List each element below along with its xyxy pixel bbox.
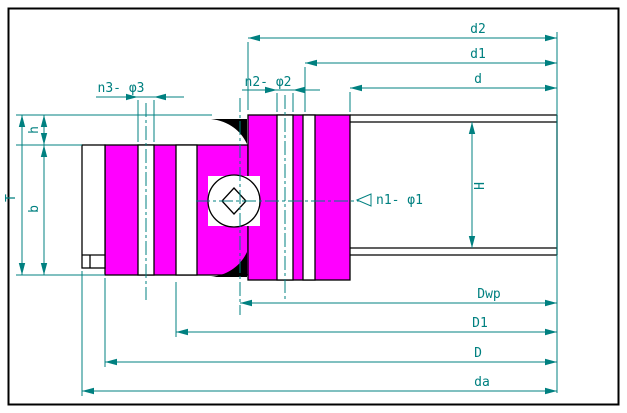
inner-ring-joint	[302, 114, 316, 281]
dimension-label-d1: d1	[470, 47, 486, 62]
dimension-label-h: h	[27, 126, 42, 134]
centerlines	[145, 95, 360, 315]
inner-ring-section	[247, 114, 351, 281]
dim-n3: n3- φ3	[96, 81, 184, 142]
flange-section	[81, 144, 106, 269]
dimension-annotations: d2 d1 d n3- φ3 n	[4, 22, 558, 396]
dim-H: H	[468, 122, 488, 248]
dim-Dwp: Dwp	[240, 287, 557, 307]
dim-D: D	[104, 278, 557, 367]
n1-leader-arrow	[355, 193, 372, 207]
dim-n2: n2- φ2	[242, 75, 320, 112]
dim-D1: D1	[175, 282, 557, 337]
outer-ring-gap	[175, 144, 198, 276]
dimension-label-D1: D1	[472, 316, 488, 331]
dim-d2: d2	[247, 22, 557, 110]
dimension-label-H: H	[473, 182, 488, 190]
drawing-border	[7, 7, 620, 406]
dim-d: d	[349, 72, 557, 112]
dimension-label-d2: d2	[470, 22, 486, 37]
dimension-label-n2: n2- φ2	[245, 75, 292, 90]
dimension-label-b: b	[27, 205, 42, 213]
dim-left-group: T h b	[4, 114, 212, 276]
dimension-label-T: T	[4, 194, 19, 202]
dimension-label-da: da	[474, 375, 490, 390]
dim-da: da	[81, 271, 557, 396]
dimension-label-d: d	[474, 72, 482, 87]
dimension-label-n3: n3- φ3	[98, 81, 145, 96]
dimension-label-n1: n1- φ1	[376, 193, 423, 208]
dimension-label-Dwp: Dwp	[477, 287, 501, 302]
bottom-seal	[211, 252, 247, 277]
top-seal	[211, 119, 247, 144]
mounting-band	[350, 114, 558, 256]
outer-ring-bolt-hole	[137, 144, 155, 276]
dim-n1: n1- φ1	[355, 193, 423, 208]
dimension-label-D: D	[474, 346, 482, 361]
bearing-section	[81, 114, 558, 281]
dim-d1: d1	[304, 47, 557, 112]
